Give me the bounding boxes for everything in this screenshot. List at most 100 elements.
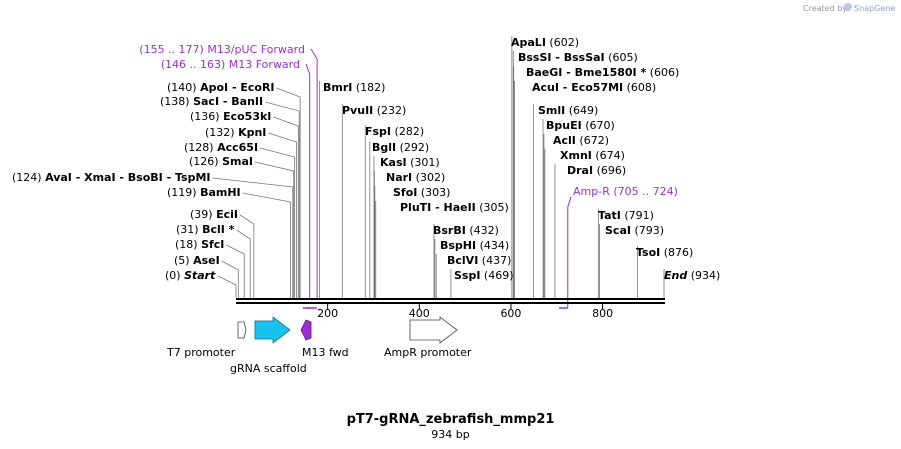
site-label[interactable]: (39) EciI xyxy=(190,208,238,221)
site-label[interactable]: BclVI (437) xyxy=(447,254,511,267)
site-leader-line xyxy=(221,260,239,298)
site-label[interactable]: (128) Acc65I xyxy=(184,141,258,154)
enzyme-name: - BanII xyxy=(219,95,263,108)
site-label[interactable]: AclI (672) xyxy=(553,134,609,147)
axis-tick-label: 800 xyxy=(592,307,613,320)
m13-fwd-arrow[interactable] xyxy=(300,319,312,341)
enzyme-name: TatI xyxy=(598,209,621,222)
site-position: (282) xyxy=(391,125,424,138)
site-label[interactable]: TatI (791) xyxy=(598,209,654,222)
site-label[interactable]: NarI (302) xyxy=(386,171,445,184)
site-label[interactable]: (0) Start xyxy=(165,269,216,282)
enzyme-name: - XmaI xyxy=(72,171,116,184)
site-label[interactable]: PluTI - HaeII (305) xyxy=(400,201,509,214)
enzyme-name: PvuII xyxy=(342,104,373,117)
site-label[interactable]: AcuI - Eco57MI (608) xyxy=(532,81,656,94)
enzyme-name: BssSI xyxy=(518,51,552,64)
site-label[interactable]: SspI (469) xyxy=(454,269,514,282)
enzyme-name: FspI xyxy=(365,125,391,138)
site-label[interactable]: BglI (292) xyxy=(372,141,429,154)
site-position: (119) xyxy=(167,186,200,199)
site-leader-line xyxy=(226,244,245,298)
features: T7 promoter gRNA scaffold M13 fwd AmpR p… xyxy=(166,316,472,375)
gRNA-scaffold-arrow[interactable] xyxy=(254,316,291,344)
site-label[interactable]: BssSI - BssSaI (605) xyxy=(518,51,638,64)
site-leader-line xyxy=(242,192,291,298)
site-label[interactable]: XmnI (674) xyxy=(560,149,625,162)
site-position: (132) xyxy=(205,126,238,139)
axis-tick-label: 600 xyxy=(500,307,521,320)
site-label[interactable]: (140) ApoI - EcoRI xyxy=(167,81,275,94)
site-position: (124) xyxy=(12,171,45,184)
enzyme-name: BclI * xyxy=(202,223,235,236)
site-label[interactable]: (124) AvaI - XmaI - BsoBI - TspMI xyxy=(12,171,211,184)
site-position: (182) xyxy=(352,81,385,94)
site-leader-line xyxy=(259,147,296,298)
site-label[interactable]: ApaLI (602) xyxy=(511,36,579,49)
site-label[interactable]: (5) AseI xyxy=(174,254,220,267)
site-label[interactable]: DraI (696) xyxy=(567,164,626,177)
enzyme-name: - HaeII xyxy=(431,201,476,214)
enzyme-name: - TspMI xyxy=(163,171,211,184)
primer-label[interactable]: (155 .. 177) M13/pUC Forward xyxy=(139,43,305,56)
primer-label[interactable]: (146 .. 163) M13 Forward xyxy=(161,58,300,71)
site-label[interactable]: (31) BclI * xyxy=(176,223,235,236)
site-label[interactable]: TsoI (876) xyxy=(636,246,693,259)
enzyme-name: - BssSaI xyxy=(552,51,605,64)
site-position: (138) xyxy=(160,95,193,108)
primer-label[interactable]: Amp-R (705 .. 724) xyxy=(573,185,678,198)
enzyme-name: SacI xyxy=(193,95,219,108)
site-position: (437) xyxy=(478,254,511,267)
site-leader-line xyxy=(217,275,237,298)
site-label[interactable]: (18) SfcI xyxy=(175,238,224,251)
enzyme-name: BsrBI xyxy=(433,224,466,237)
enzyme-name: Acc65I xyxy=(217,141,258,154)
site-position: (302) xyxy=(412,171,445,184)
site-label[interactable]: (119) BamHI xyxy=(167,186,241,199)
enzyme-name: ApoI xyxy=(200,81,228,94)
site-label[interactable]: BsrBI (432) xyxy=(433,224,499,237)
enzyme-name: TsoI xyxy=(636,246,660,259)
site-position: (469) xyxy=(480,269,513,282)
site-label[interactable]: End (934) xyxy=(664,269,720,282)
enzyme-name: Eco53kI xyxy=(223,110,271,123)
enzyme-name: - BsoBI xyxy=(116,171,163,184)
feature-label-t7-promoter: T7 promoter xyxy=(166,346,236,359)
site-label[interactable]: (132) KpnI xyxy=(205,126,266,139)
snapgene-credit: Created by xyxy=(803,4,847,13)
site-position: (140) xyxy=(167,81,200,94)
site-label[interactable]: SfoI (303) xyxy=(393,186,450,199)
backbone-bottom-strand xyxy=(236,302,665,304)
enzyme-name: BclVI xyxy=(447,254,478,267)
site-label[interactable]: (136) Eco53kI xyxy=(190,110,271,123)
site-position: (292) xyxy=(396,141,429,154)
enzyme-name: AclI xyxy=(553,134,576,147)
site-position: (434) xyxy=(476,239,509,252)
site-position: (301) xyxy=(407,156,440,169)
site-label[interactable]: SmlI (649) xyxy=(538,104,598,117)
enzyme-name: - EcoRI xyxy=(228,81,274,94)
site-position: (876) xyxy=(660,246,693,259)
site-label[interactable]: (138) SacI - BanII xyxy=(160,95,263,108)
site-label[interactable]: KasI (301) xyxy=(380,156,440,169)
primer-range: (155 .. 177) xyxy=(139,43,207,56)
site-position: (232) xyxy=(373,104,406,117)
site-label[interactable]: PvuII (232) xyxy=(342,104,406,117)
site-position: (649) xyxy=(565,104,598,117)
enzyme-name: BspHI xyxy=(440,239,476,252)
site-position: (0) xyxy=(165,269,184,282)
ampr-promoter-arrow[interactable] xyxy=(409,316,458,344)
site-label[interactable]: (126) SmaI xyxy=(189,155,253,168)
site-label[interactable]: ScaI (793) xyxy=(605,224,664,237)
site-label[interactable]: BpuEI (670) xyxy=(546,119,615,132)
site-label[interactable]: BaeGI - Bme1580I * (606) xyxy=(526,66,679,79)
enzyme-name: DraI xyxy=(567,164,593,177)
primer-leader-line xyxy=(310,48,318,298)
t7-promoter-arrow[interactable] xyxy=(237,321,247,339)
site-label[interactable]: FspI (282) xyxy=(365,125,424,138)
site-label[interactable]: BmrI (182) xyxy=(323,81,385,94)
enzyme-name: AvaI xyxy=(45,171,72,184)
site-label[interactable]: BspHI (434) xyxy=(440,239,509,252)
feature-label-gRNA-scaffold: gRNA scaffold xyxy=(230,362,307,375)
enzyme-name: BamHI xyxy=(200,186,241,199)
